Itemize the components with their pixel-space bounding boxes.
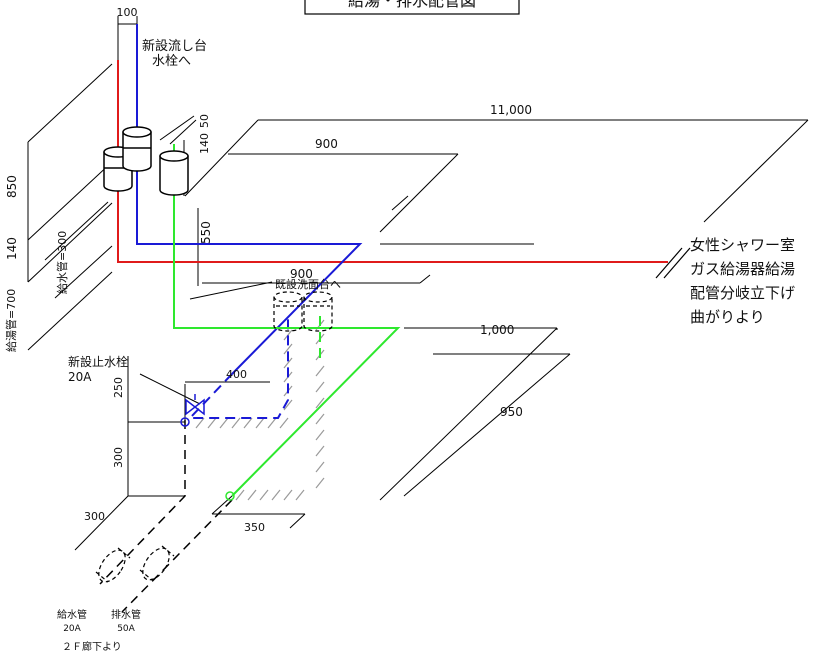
dim-1000: 1,000 xyxy=(480,323,514,337)
dim-250: 250 xyxy=(112,377,125,398)
branch-label-1: 女性シャワー室 xyxy=(690,236,795,254)
dim-850: 850 xyxy=(5,175,19,198)
title-box: 給湯・排水配管図 xyxy=(304,0,520,15)
title-text: 給湯・排水配管図 xyxy=(348,0,476,10)
from-corridor-label: ２Ｆ廊下より xyxy=(62,640,122,653)
water-supply-pipe xyxy=(136,24,363,375)
dim-300-vertical: 300 xyxy=(112,447,125,468)
dim-140-left: 140 xyxy=(5,237,19,260)
dim-300-horizontal: 300 xyxy=(84,510,105,523)
corridor-feed-lines xyxy=(99,420,233,613)
dim-900-top: 900 xyxy=(315,137,338,151)
branch-label-3: 配管分岐立下げ xyxy=(690,284,795,302)
drain-fitting-top xyxy=(159,150,189,196)
sink-faucet-label-2: 水栓へ xyxy=(152,54,191,69)
existing-basin-label: 既設洗面台へ xyxy=(275,277,341,291)
drain-pipe xyxy=(173,144,401,497)
sink-faucet-fitting-water xyxy=(122,126,152,172)
new-stop-valve-label: 新設止水栓 xyxy=(68,354,128,369)
corridor-water-pipe-fitting xyxy=(95,547,131,583)
dim-50: 50 xyxy=(198,114,211,128)
dim-350: 350 xyxy=(244,521,265,534)
dim-100: 100 xyxy=(117,6,138,19)
corridor-drain-pipe-fitting xyxy=(139,545,175,581)
water-pipe-size: 20A xyxy=(63,624,81,634)
water-pipe-vertical-label: 給水管=300 xyxy=(55,231,69,294)
sink-faucet-label-1: 新設流し台 xyxy=(142,38,207,54)
dimension-lines xyxy=(27,16,809,551)
water-pipe-label: 給水管 xyxy=(57,608,87,621)
branch-label-4: 曲がりより xyxy=(690,308,765,326)
stop-valve-symbol xyxy=(180,394,205,427)
existing-basin-fitting-drain xyxy=(303,291,333,332)
hot-pipe-vertical-label: 給湯管=700 xyxy=(4,289,18,352)
dim-11000: 11,000 xyxy=(490,103,532,117)
dim-950: 950 xyxy=(500,405,523,419)
hot-water-pipe xyxy=(117,60,668,263)
drain-pipe-label: 排水管 xyxy=(111,608,141,621)
drain-pipe-size: 50A xyxy=(117,624,135,634)
dim-550: 550 xyxy=(199,221,213,244)
branch-label-2: ガス給湯器給湯 xyxy=(690,260,795,278)
drain-elbow-symbol xyxy=(225,491,235,501)
new-stop-valve-size: 20A xyxy=(68,370,92,384)
existing-basin-fitting-water xyxy=(273,291,303,332)
dim-140-upper: 140 xyxy=(198,133,211,154)
dim-900-mid: 900 xyxy=(290,267,313,281)
hatching xyxy=(195,319,325,501)
labels: 100 新設流し台 水栓へ 11,000 900 50 140 850 140 … xyxy=(4,6,795,653)
dim-400: 400 xyxy=(226,368,247,381)
